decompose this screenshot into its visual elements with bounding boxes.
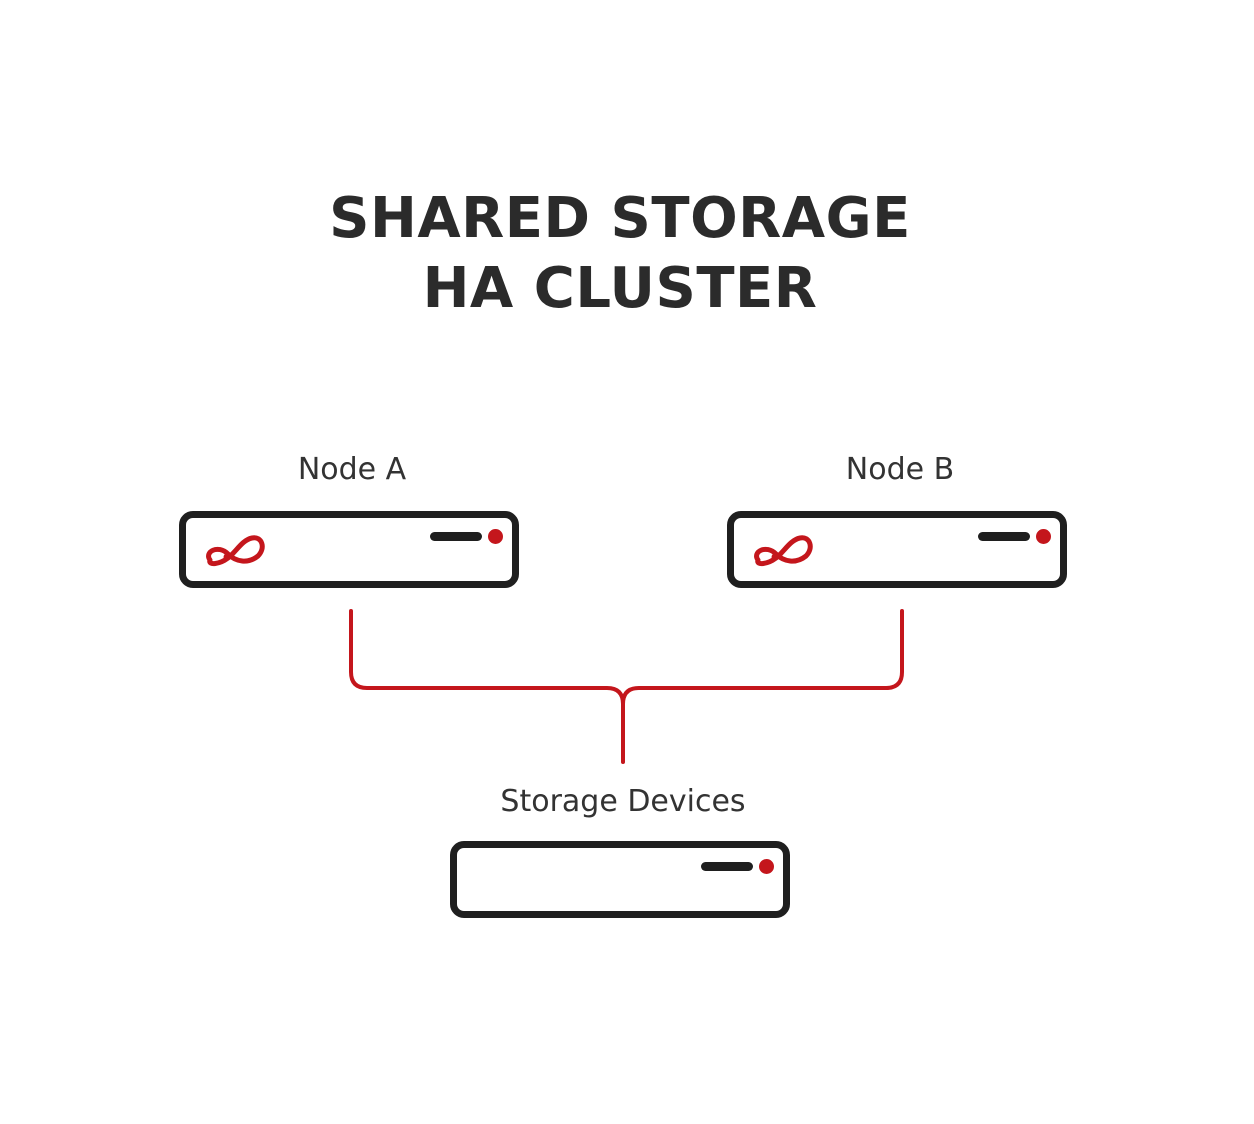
node-b-connector-line xyxy=(621,609,904,706)
node-a-label: Node A xyxy=(297,452,407,487)
diagram-title: SHARED STORAGE HA CLUSTER xyxy=(0,184,1240,324)
node-a-status-led xyxy=(488,529,503,544)
storage-devices-server-icon xyxy=(450,841,790,918)
storage-status-led xyxy=(759,859,774,874)
node-b-led-bar xyxy=(978,532,1030,541)
node-a-connector-line xyxy=(349,609,625,764)
title-line-2: HA CLUSTER xyxy=(422,256,818,321)
node-a-server-icon xyxy=(179,511,519,588)
storage-led-bar xyxy=(701,862,753,871)
title-line-1: SHARED STORAGE xyxy=(329,186,911,251)
node-a-led-bar xyxy=(430,532,482,541)
node-a-infinity-logo-icon xyxy=(206,535,265,567)
storage-devices-label: Storage Devices xyxy=(500,784,746,819)
node-b-status-led xyxy=(1036,529,1051,544)
node-b-server-icon xyxy=(727,511,1067,588)
node-b-infinity-logo-icon xyxy=(754,535,813,567)
node-b-label: Node B xyxy=(845,452,955,487)
